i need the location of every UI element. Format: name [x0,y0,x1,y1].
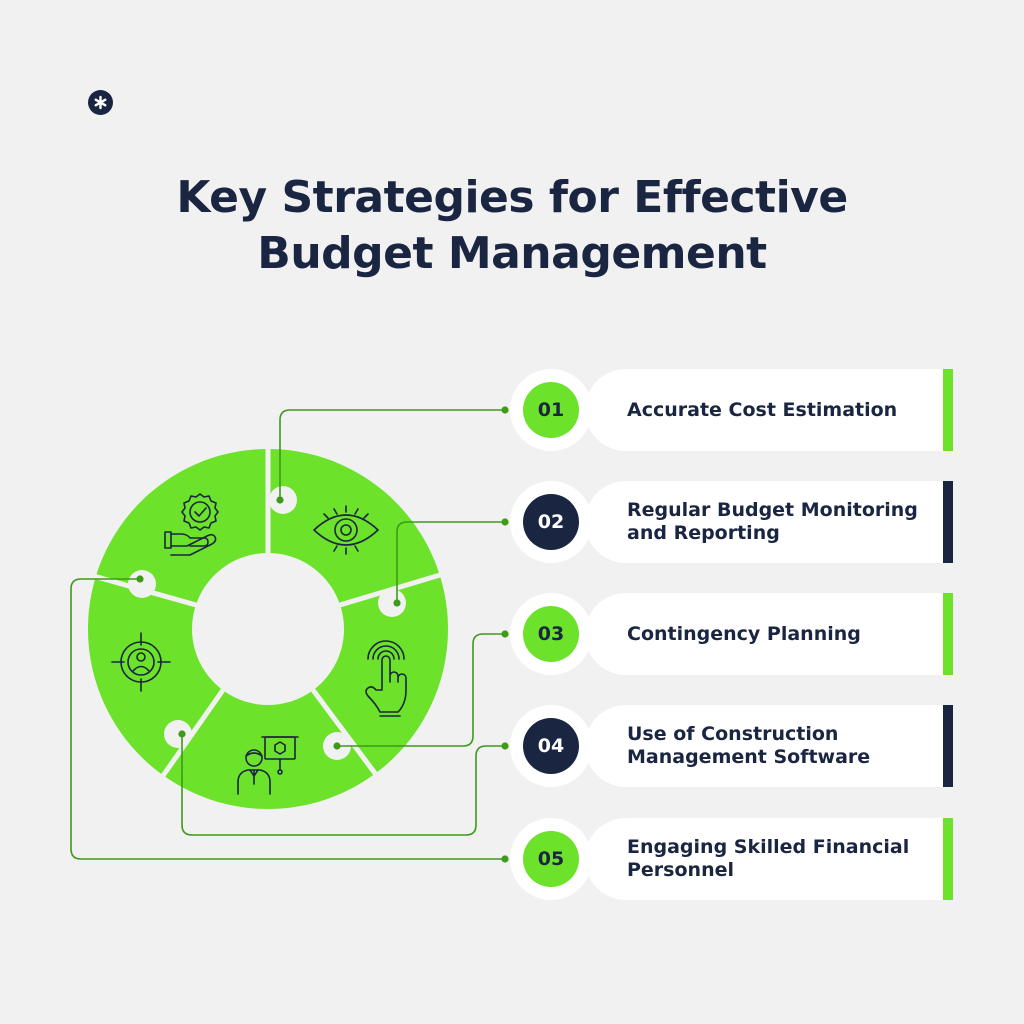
connector-dots [136,406,509,863]
badge-number: 02 [523,494,579,550]
badge-number: 05 [523,831,579,887]
accent-bar [943,593,953,675]
asterisk-logo-icon [88,90,113,115]
accent-bar [943,369,953,451]
puzzle-ring [87,449,448,809]
page-title: Key Strategies for Effective Budget Mana… [0,170,1024,282]
badge-number: 01 [523,382,579,438]
number-badge-04: 04 [510,705,592,787]
accent-bar [943,818,953,900]
eye-icon [313,505,379,555]
number-badge-02: 02 [510,481,592,563]
strategy-card-05: Engaging Skilled Financial Personnel [585,818,953,900]
badge-number: 04 [523,718,579,774]
strategy-card-04: Use of Construction Management Software [585,705,953,787]
number-badge-05: 05 [510,818,592,900]
title-line-1: Key Strategies for Effective [176,172,848,223]
strategy-card-02: Regular Budget Monitoring and Reporting [585,481,953,563]
connector-lines [70,409,505,860]
strategy-label-02: Regular Budget Monitoring and Reporting [627,499,918,544]
touch-hand-icon [365,640,407,717]
strategy-card-01: Accurate Cost Estimation [585,369,953,451]
strategy-label-04: Use of Construction Management Software [627,723,871,768]
strategy-label-05: Engaging Skilled Financial Personnel [627,836,910,881]
target-person-icon [111,632,171,692]
presenter-icon [237,736,299,795]
accent-bar [943,705,953,787]
accent-bar [943,481,953,563]
title-line-2: Budget Management [257,228,767,279]
strategy-card-03: Contingency Planning [585,593,953,675]
number-badge-03: 03 [510,593,592,675]
strategy-label-01: Accurate Cost Estimation [627,398,898,421]
number-badge-01: 01 [510,369,592,451]
badge-number: 03 [523,606,579,662]
strategy-label-03: Contingency Planning [627,622,861,645]
hand-badge-icon [164,493,219,556]
